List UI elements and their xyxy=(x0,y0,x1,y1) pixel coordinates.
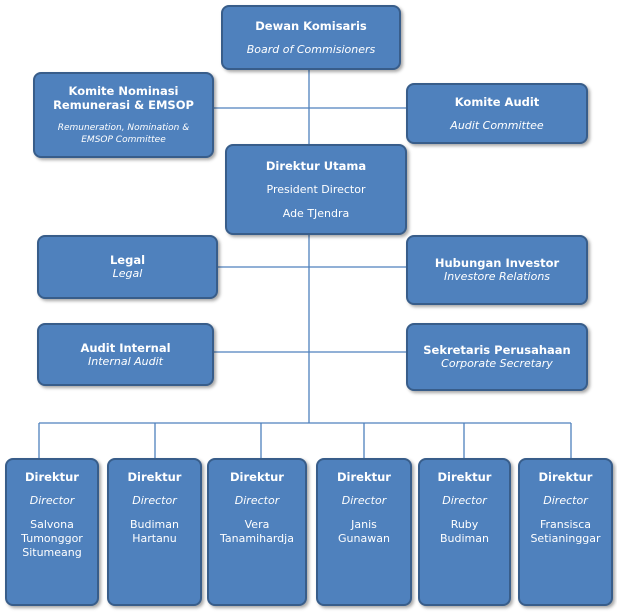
investor-title: Hubungan Investor xyxy=(434,256,560,270)
board-of-commissioners-box: Dewan Komisaris Board of Commisioners xyxy=(221,5,401,70)
director-name-line: Situmeang xyxy=(22,546,82,559)
director-name-line: Budiman xyxy=(440,532,489,545)
director-box-6: Direktur Director Fransisca Setianinggar xyxy=(518,458,613,606)
audit-committee-box: Komite Audit Audit Committee xyxy=(406,83,588,144)
investor-relations-box: Hubungan Investor Investore Relations xyxy=(406,235,588,305)
internal-audit-title: Audit Internal xyxy=(80,340,171,355)
legal-subtitle: Legal xyxy=(112,267,143,280)
director-subtitle: Director xyxy=(234,494,280,507)
director-name-line: Hartanu xyxy=(132,532,177,545)
director-name-line: Ruby xyxy=(450,518,479,531)
director-title: Direktur xyxy=(337,470,391,484)
director-box-3: Direktur Director Vera Tanamihardja xyxy=(207,458,307,606)
director-box-4: Direktur Director Janis Gunawan xyxy=(316,458,412,606)
director-subtitle: Director xyxy=(442,494,487,507)
investor-subtitle: Investore Relations xyxy=(443,270,551,283)
nomination-committee-box: Komite Nominasi Remunerasi & EMSOP Remun… xyxy=(33,72,214,158)
board-title: Dewan Komisaris xyxy=(255,18,367,33)
director-name-line: Janis xyxy=(351,518,377,531)
corporate-secretary-box: Sekretaris Perusahaan Corporate Secretar… xyxy=(406,323,588,391)
audit-committee-title: Komite Audit xyxy=(454,94,540,109)
internal-audit-box: Audit Internal Internal Audit xyxy=(37,323,214,386)
secretary-subtitle: Corporate Secretary xyxy=(441,357,553,370)
director-subtitle: Director xyxy=(341,494,387,507)
board-subtitle: Board of Commisioners xyxy=(246,42,376,56)
president-subtitle: President Director xyxy=(266,182,366,196)
director-box-1: Direktur Director Salvona Tumonggor Situ… xyxy=(5,458,99,606)
legal-box: Legal Legal xyxy=(37,235,218,299)
internal-audit-subtitle: Internal Audit xyxy=(88,354,163,368)
president-director-box: Direktur Utama President Director Ade TJ… xyxy=(225,144,407,235)
director-title: Direktur xyxy=(437,470,492,484)
director-name-line: Fransisca xyxy=(539,518,592,531)
president-title: Direktur Utama xyxy=(265,158,367,173)
director-name-line: Tumonggor xyxy=(21,532,83,545)
director-title: Direktur xyxy=(230,470,284,484)
director-subtitle: Director xyxy=(29,494,75,507)
director-name-line: Setianinggar xyxy=(530,532,601,545)
director-subtitle: Director xyxy=(543,494,588,507)
director-subtitle: Director xyxy=(132,494,177,507)
president-name: Ade TJendra xyxy=(282,206,350,220)
director-box-2: Direktur Director Budiman Hartanu xyxy=(107,458,202,606)
director-box-5: Direktur Director Ruby Budiman xyxy=(418,458,511,606)
secretary-title: Sekretaris Perusahaan xyxy=(423,343,571,357)
director-title: Direktur xyxy=(25,470,79,484)
director-name-line: Budiman xyxy=(130,518,179,531)
nomination-subtitle-line2: EMSOP Committee xyxy=(81,135,166,145)
nomination-title-line2: Remunerasi & EMSOP xyxy=(53,98,194,112)
audit-committee-subtitle: Audit Committee xyxy=(450,118,544,132)
director-name-line: Vera xyxy=(244,518,270,531)
director-name-line: Tanamihardja xyxy=(220,532,294,545)
director-title: Direktur xyxy=(127,470,182,484)
nomination-subtitle-line1: Remuneration, Nomination & xyxy=(57,123,190,133)
legal-title: Legal xyxy=(109,253,146,267)
director-title: Direktur xyxy=(538,470,593,484)
director-name-line: Salvona xyxy=(30,518,74,531)
director-name-line: Gunawan xyxy=(338,532,390,545)
nomination-title-line1: Komite Nominasi xyxy=(68,84,179,98)
